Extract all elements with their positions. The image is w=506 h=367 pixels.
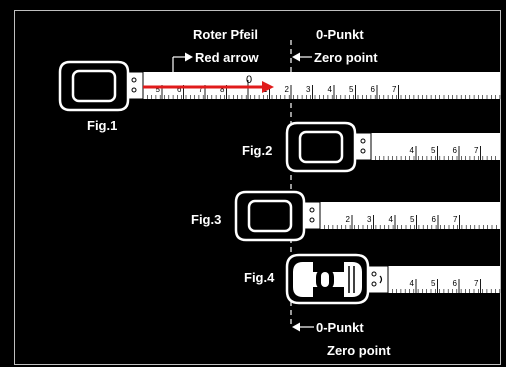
zero-point-pointer-bottom (292, 322, 314, 332)
zero-point-label-en-top: Zero point (314, 50, 378, 65)
red-arrow-icon (143, 81, 274, 93)
fig1-tape-measure: 567801234567 (58, 60, 501, 112)
fig1-tick-label: 5 (349, 85, 354, 94)
fig1-tick-label: 5 (156, 85, 161, 94)
fig4-tape-measure: 4 5 6 7 (285, 253, 501, 305)
fig2-tick-label: 5 (431, 146, 436, 155)
fig1-tick-label: 4 (328, 85, 333, 94)
fig3-tick-label: 5 (410, 215, 415, 224)
fig3-label: Fig.3 (191, 212, 222, 227)
fig1-tick-label: 6 (177, 85, 182, 94)
fig3-tick-label: 2 (346, 215, 351, 224)
fig4-tick-label: 6 (453, 279, 458, 288)
fig3-tick-label: 6 (432, 215, 437, 224)
fig3-tape-measure: 2 3 4 5 6 7 (234, 190, 500, 242)
fig2-tick-label: 4 (410, 146, 415, 155)
fig1-tick-label: 6 (371, 85, 376, 94)
fig1-tick-label: 7 (199, 85, 204, 94)
outer-frame (14, 10, 501, 365)
fig2-tick-label: 7 (474, 146, 479, 155)
fig1-tick-label: 0 (246, 74, 252, 86)
zero-point-pointer-top (292, 52, 312, 62)
fig3-tick-label: 4 (389, 215, 394, 224)
fig4-tick-label: 5 (431, 279, 436, 288)
fig1-tick-label: 3 (306, 85, 311, 94)
zero-point-label-de-top: 0-Punkt (316, 27, 364, 42)
zero-point-label-de-bottom: 0-Punkt (316, 320, 364, 335)
red-arrow-pointer (172, 52, 193, 74)
fig2-tape-measure: 4 5 6 7 (285, 121, 500, 173)
fig1-tick-label: 2 (285, 85, 290, 94)
fig1-label: Fig.1 (87, 118, 118, 133)
fig4-label: Fig.4 (244, 270, 275, 285)
fig2-label: Fig.2 (242, 143, 273, 158)
fig4-tick-label: 4 (410, 279, 415, 288)
red-arrow-label-de: Roter Pfeil (193, 27, 259, 42)
fig1-tick-label: 8 (220, 85, 225, 94)
fig2-tick-label: 6 (453, 146, 458, 155)
zero-point-label-en-bottom: Zero point (327, 343, 391, 358)
fig3-tick-label: 3 (367, 215, 372, 224)
fig4-tick-label: 7 (474, 279, 479, 288)
fig1-tick-label: 7 (392, 85, 397, 94)
red-arrow-label-en: Red arrow (195, 50, 259, 65)
fig3-tick-label: 7 (453, 215, 458, 224)
